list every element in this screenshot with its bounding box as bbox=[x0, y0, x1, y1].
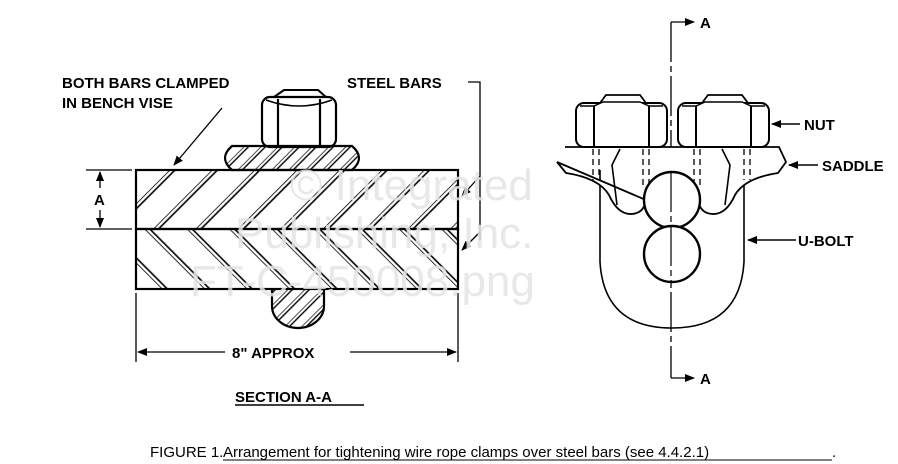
section-mark-bottom: A bbox=[700, 371, 711, 388]
caption-period: . bbox=[832, 444, 836, 461]
hidden-bolt-lines bbox=[592, 149, 751, 185]
vise-leader bbox=[173, 107, 223, 166]
label-ubolt: U-BOLT bbox=[798, 233, 854, 250]
section-title: SECTION A-A bbox=[235, 389, 332, 406]
dimension-a-label: A bbox=[94, 192, 105, 209]
figure-number: FIGURE 1. bbox=[150, 444, 223, 461]
steel-bars-leader bbox=[461, 81, 481, 251]
label-vise-line-2: IN BENCH VISE bbox=[62, 95, 173, 112]
label-nut: NUT bbox=[804, 117, 835, 134]
label-vise-line-1: BOTH BARS CLAMPED bbox=[62, 75, 230, 92]
nut-right bbox=[677, 94, 770, 148]
clamp-end-view bbox=[556, 18, 818, 382]
steel-bar-bottom bbox=[134, 227, 460, 291]
nut-left bbox=[575, 94, 668, 148]
steel-bar-end-bottom bbox=[642, 224, 702, 284]
dimension-length-label: 8" APPROX bbox=[232, 345, 314, 362]
section-mark-top: A bbox=[700, 15, 711, 32]
steel-bar-end-top bbox=[642, 170, 702, 230]
dimension-length bbox=[135, 293, 459, 362]
dimension-a bbox=[86, 169, 132, 230]
section-view bbox=[86, 81, 481, 362]
figure-caption: Arrangement for tightening wire rope cla… bbox=[223, 444, 709, 461]
ubolt-section bbox=[270, 289, 326, 330]
ubolt bbox=[599, 170, 745, 329]
label-saddle: SADDLE bbox=[822, 158, 884, 175]
nut-side-view bbox=[260, 89, 338, 149]
steel-bar-top bbox=[134, 168, 460, 231]
label-steel-bars: STEEL BARS bbox=[347, 75, 442, 92]
saddle-section bbox=[223, 144, 361, 172]
